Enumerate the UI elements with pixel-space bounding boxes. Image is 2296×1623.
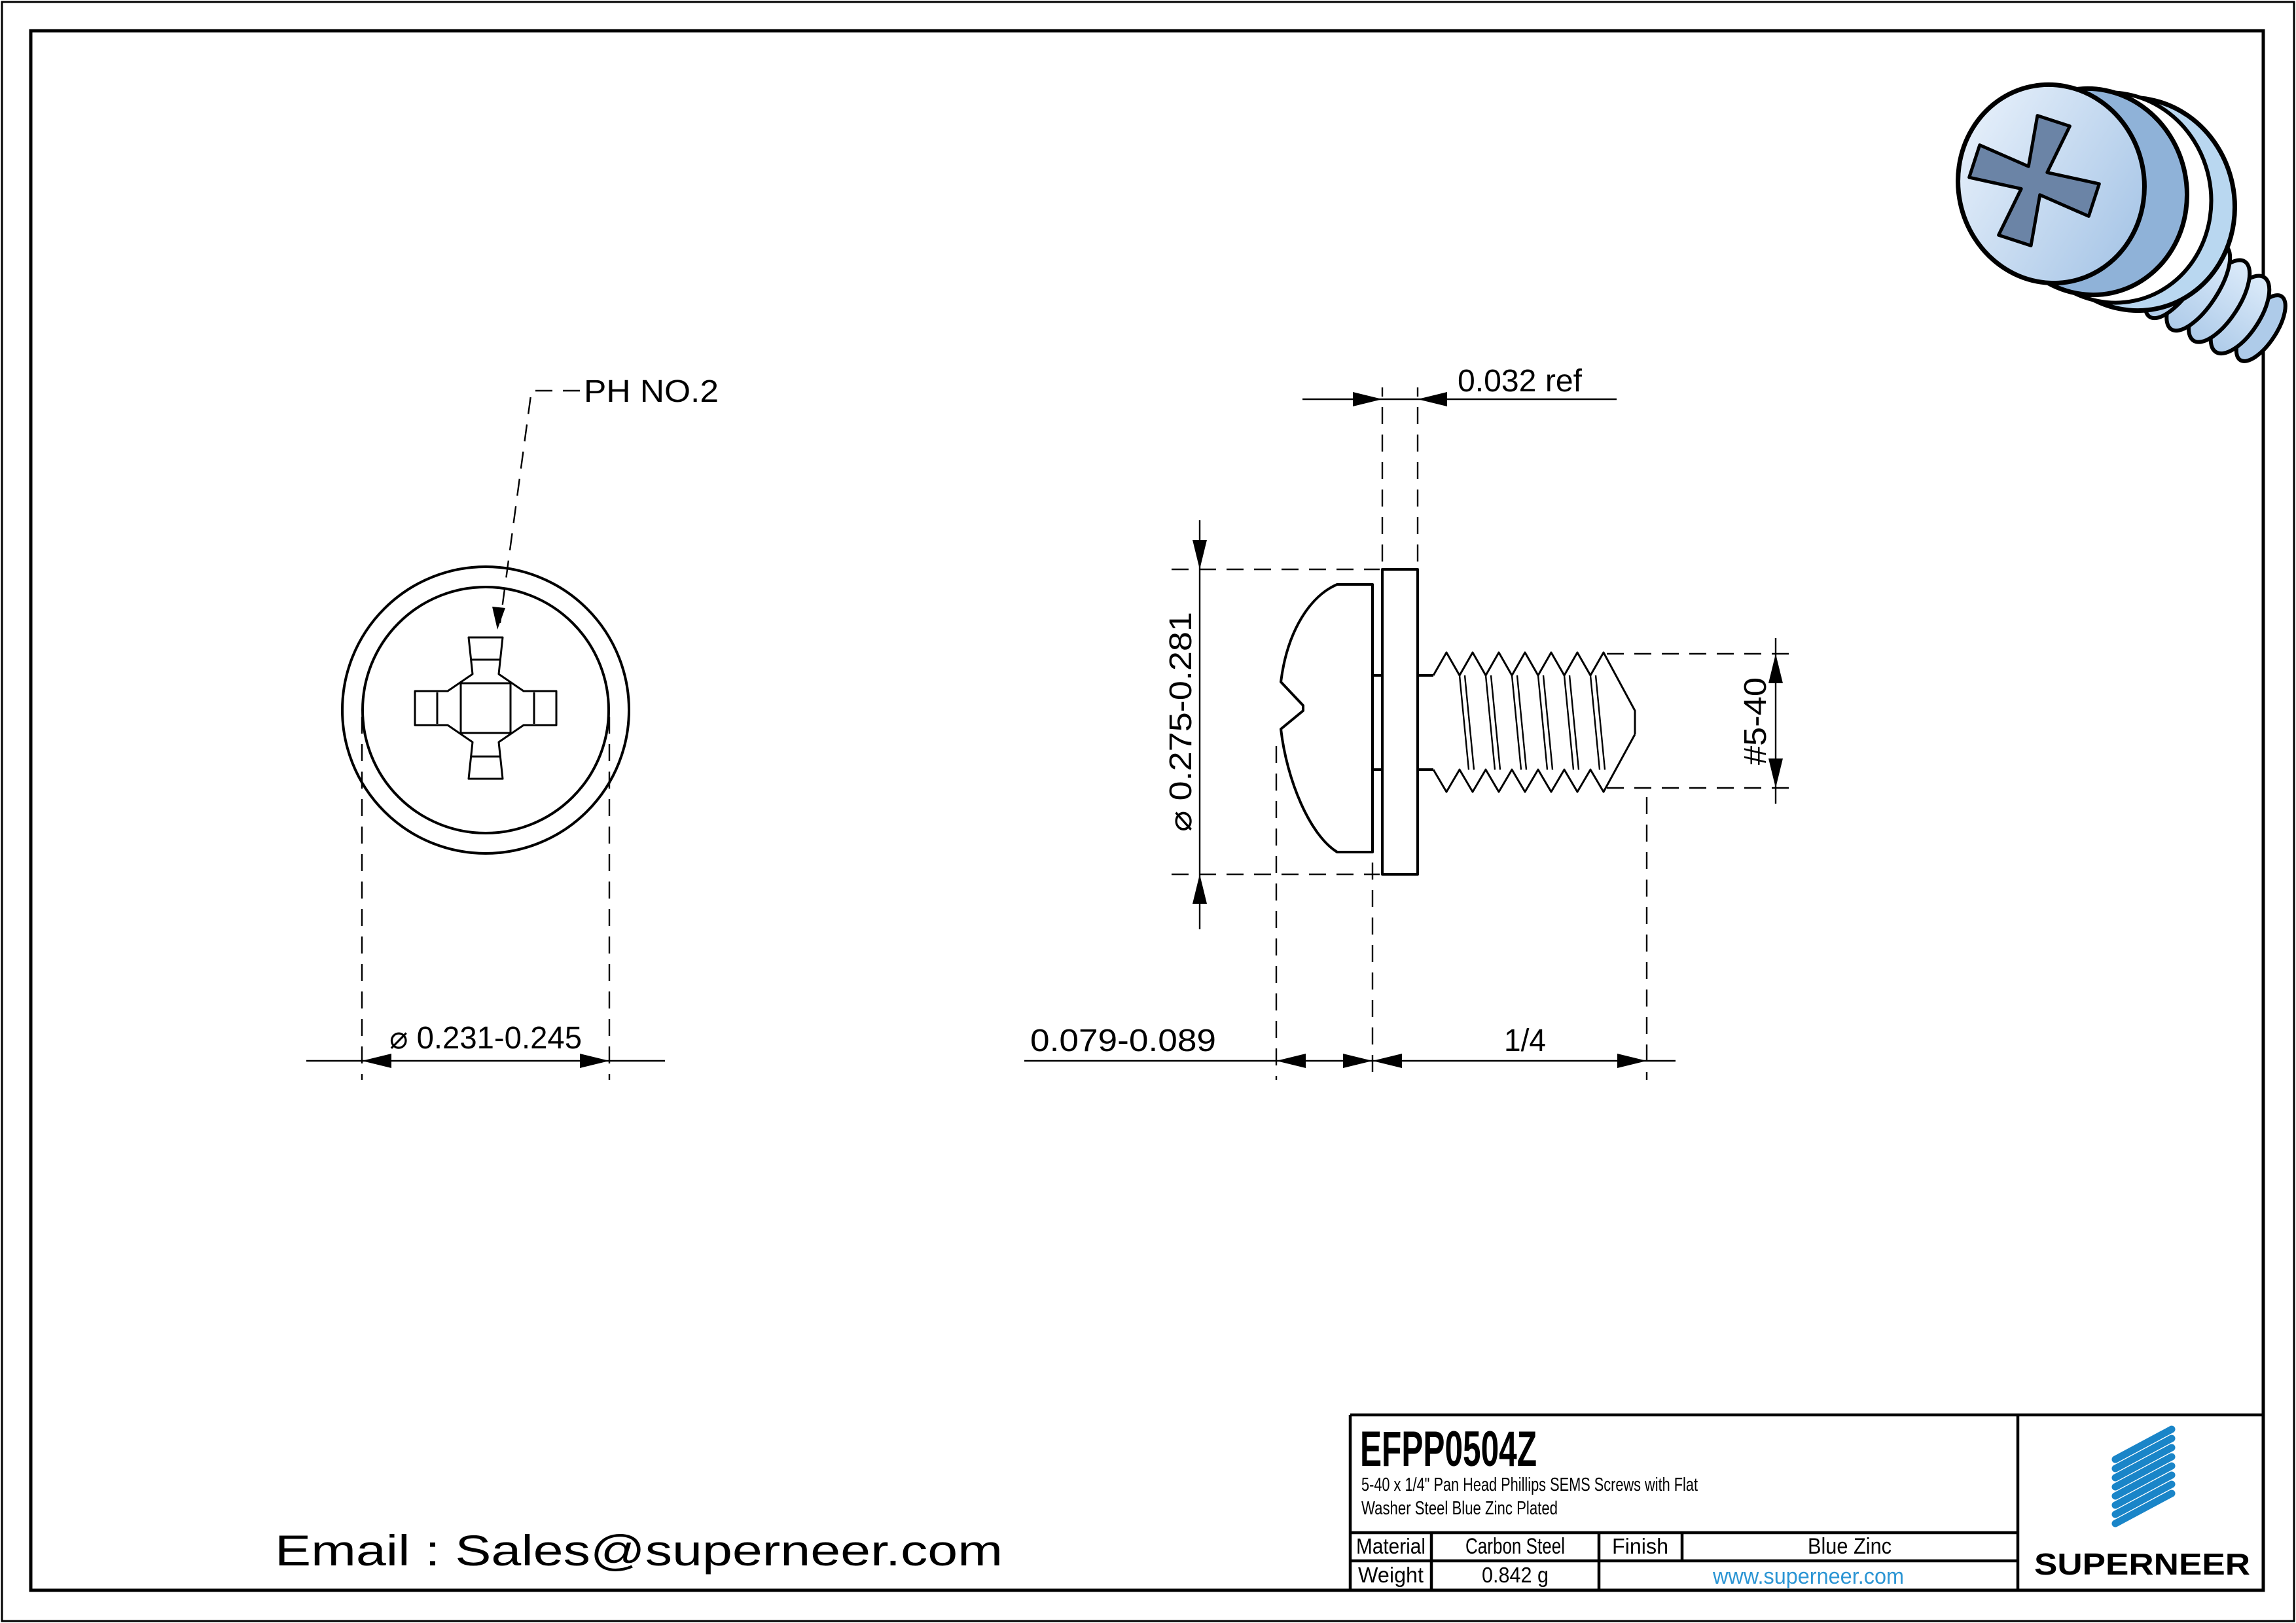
- part-description-line2: Washer Steel Blue Zinc Plated: [1361, 1498, 1558, 1519]
- side-view: 0.032 ref ⌀ 0.275-0.281 #5-40: [1024, 364, 1799, 1080]
- phillips-3d-recess: [1967, 114, 2101, 247]
- phillips-center-square: [459, 682, 512, 734]
- material-value: Carbon Steel: [1465, 1534, 1565, 1559]
- material-label: Material: [1356, 1534, 1426, 1558]
- washer-outline-circle: [341, 565, 630, 855]
- website-link[interactable]: www.superneer.com: [1712, 1564, 1904, 1589]
- dimension-thread-size: #5-40: [1607, 638, 1799, 804]
- weight-value: 0.842 g: [1482, 1563, 1549, 1587]
- finish-label: Finish: [1612, 1534, 1668, 1558]
- weight-label: Weight: [1358, 1563, 1424, 1587]
- dim-arrow: [1276, 1054, 1306, 1068]
- finish-value: Blue Zinc: [1808, 1534, 1892, 1559]
- screw-3d-icon: [1956, 82, 2287, 363]
- washer-diameter-value: ⌀ 0.275-0.281: [1164, 612, 1198, 832]
- dimension-washer-thickness: 0.032 ref: [1302, 364, 1617, 562]
- dimension-head-height-and-length: 0.079-0.089 1/4: [1024, 746, 1676, 1080]
- contact-email-text: Email : Sales@superneer.com: [275, 1526, 1003, 1575]
- thread-helix-lines: [1458, 675, 1606, 770]
- dim-arrow: [1617, 1054, 1647, 1068]
- dimension-washer-diameter: ⌀ 0.275-0.281: [1164, 520, 1380, 929]
- title-block-grid: [1348, 1413, 2263, 1590]
- top-view: PH NO.2 ⌀ 0.231-0.245: [306, 374, 719, 1080]
- pan-head-profile: [1280, 583, 1374, 853]
- drive-type-label: PH NO.2: [584, 374, 719, 409]
- thread-top-profile: [1432, 651, 1636, 734]
- head-diameter-value: ⌀ 0.231-0.245: [389, 1021, 582, 1056]
- dimension-drive-type: PH NO.2: [492, 374, 719, 630]
- logo-stripes-icon: [2111, 1425, 2176, 1527]
- dim-arrow-right: [580, 1054, 609, 1068]
- dim-arrow-bottom: [1193, 874, 1207, 904]
- title-block: EFPP0504Z 5-40 x 1/4" Pan Head Phillips …: [1348, 1413, 2263, 1590]
- phillips-recess-outline: [414, 636, 558, 780]
- part-number: EFPP0504Z: [1360, 1421, 1537, 1477]
- dim-arrow-bottom: [1768, 758, 1783, 788]
- thread-bottom-profile: [1432, 734, 1636, 793]
- washer-thickness-value: 0.032 ref: [1458, 364, 1583, 399]
- head-outline-circle: [361, 586, 610, 834]
- dim-arrow: [1372, 1054, 1402, 1068]
- dim-arrow-left: [1353, 392, 1382, 406]
- dimension-head-diameter: ⌀ 0.231-0.245: [306, 717, 665, 1080]
- leader-line: [499, 389, 580, 624]
- flat-washer-profile: [1381, 568, 1419, 876]
- dim-arrow-right: [1418, 392, 1447, 406]
- leader-arrowhead: [492, 607, 505, 630]
- dim-arrow: [1343, 1054, 1372, 1068]
- thread-length-value: 1/4: [1504, 1024, 1546, 1058]
- border-inner: [29, 29, 2265, 1592]
- thread-size-value: #5-40: [1738, 677, 1773, 765]
- superneer-logo: SUPERNEER: [2034, 1425, 2250, 1581]
- part-description-line1: 5-40 x 1/4" Pan Head Phillips SEMS Screw…: [1361, 1474, 1698, 1495]
- dim-arrow-left: [362, 1054, 391, 1068]
- dim-arrow-top: [1768, 654, 1783, 683]
- dim-arrow-top: [1193, 540, 1207, 569]
- head-height-value: 0.079-0.089: [1030, 1024, 1216, 1058]
- logo-text: SUPERNEER: [2034, 1547, 2250, 1581]
